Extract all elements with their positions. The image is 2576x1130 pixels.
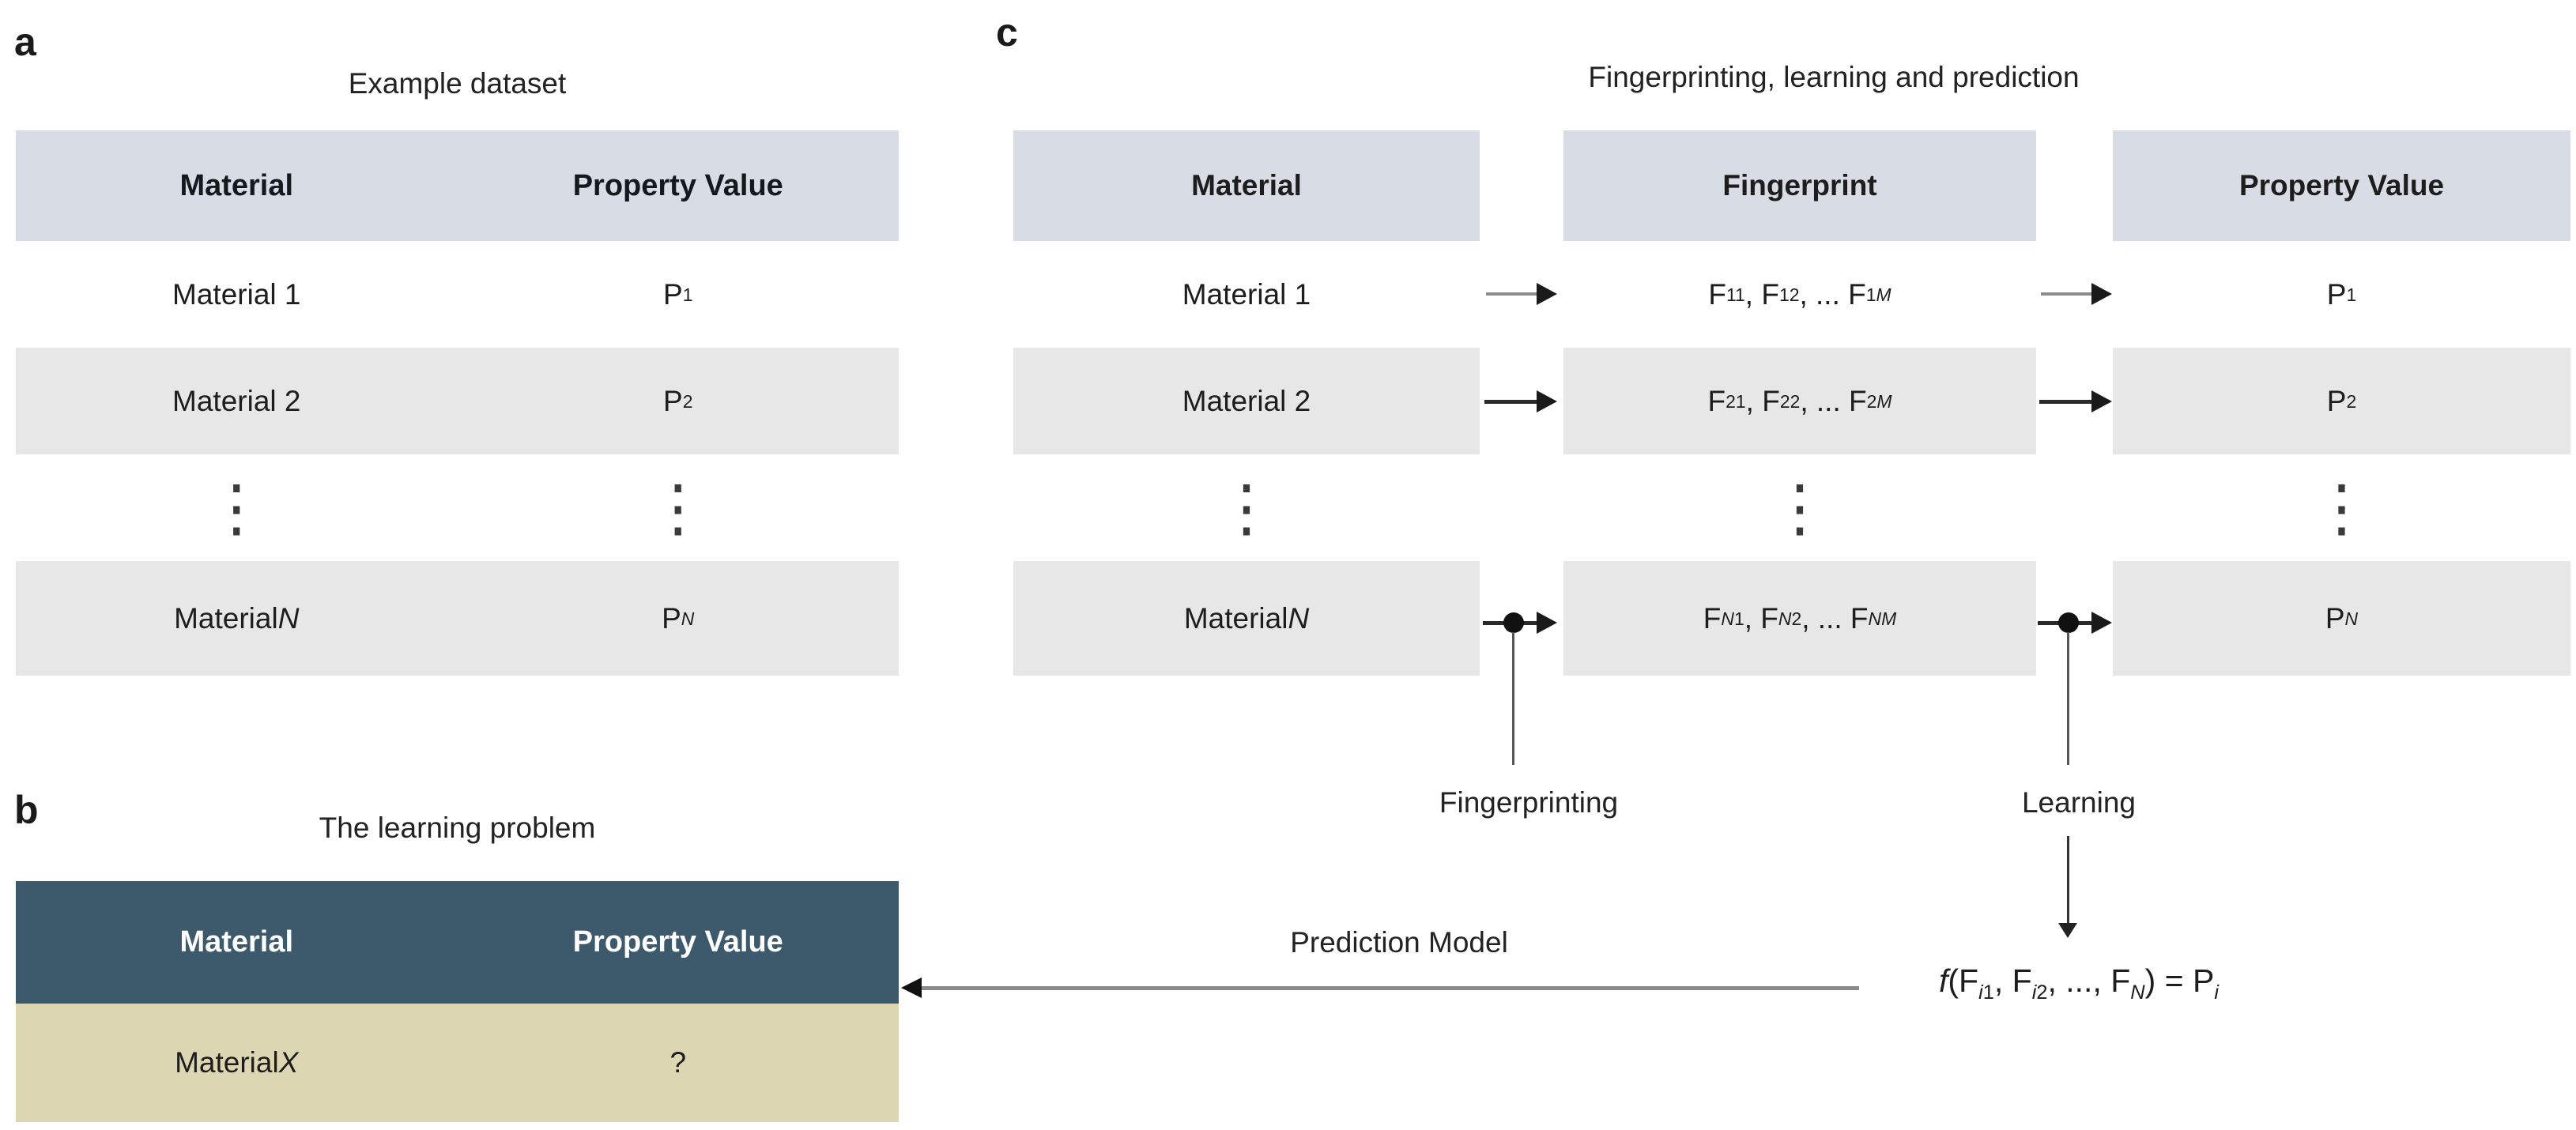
arrow-fingerprint2-to-property-icon xyxy=(2039,390,2112,412)
panel-a-cell-material-1: Material 1 xyxy=(172,277,301,311)
learning-to-formula-arrow-line xyxy=(2067,836,2069,923)
panel-a-vdots-property: ⋮ xyxy=(646,472,710,543)
panel-a-header-property-value: Property Value xyxy=(572,168,783,202)
panel-c-cell-material-1: Material 1 xyxy=(1182,277,1311,311)
panel-a-header-row: Material Property Value xyxy=(16,130,899,241)
panel-c-label: c xyxy=(996,10,1018,55)
panel-c-header-property-value: Property Value xyxy=(2113,130,2570,241)
panel-c-header-material: Material xyxy=(1013,130,1480,241)
panel-c-vdots-fingerprint: ⋮ xyxy=(1768,472,1831,543)
fingerprinting-label: Fingerprinting xyxy=(1439,786,1619,819)
prediction-formula: f(Fi1, Fi2, ..., FN) = Pi xyxy=(1938,962,2220,1004)
panel-a-label: a xyxy=(14,20,36,64)
panel-c-title: Fingerprinting, learning and prediction xyxy=(1588,61,2080,93)
panel-a-header-material: Material xyxy=(179,168,294,202)
learning-label: Learning xyxy=(2021,786,2136,819)
panel-b-header-material: Material xyxy=(179,925,294,959)
fingerprinting-branch-line xyxy=(1512,632,1514,765)
prediction-model-label: Prediction Model xyxy=(1290,926,1508,959)
panel-a-vdots-material: ⋮ xyxy=(205,472,269,543)
panel-b-row-material-x: Material X ? xyxy=(16,1004,899,1122)
panel-a-title: Example dataset xyxy=(348,67,567,100)
panel-b-cell-material-x: Material X xyxy=(175,1046,299,1079)
panel-b-label: b xyxy=(14,788,39,832)
panel-c-vdots-property: ⋮ xyxy=(2310,472,2374,543)
panel-c-cell-material-2: Material 2 xyxy=(1013,348,1480,454)
panel-b-title: The learning problem xyxy=(319,812,596,844)
panel-b-header-property-value: Property Value xyxy=(572,925,783,959)
panel-c-vdots-material: ⋮ xyxy=(1215,472,1278,543)
prediction-model-to-table-arrow-icon xyxy=(901,977,1859,999)
arrow-fingerprintN-to-property-branch-icon xyxy=(2038,612,2112,634)
arrow-materialN-to-fingerprint-branch-icon xyxy=(1483,612,1557,634)
arrow-material1-to-fingerprint-icon xyxy=(1486,283,1557,305)
panel-b-cell-question-mark: ? xyxy=(669,1046,687,1079)
learning-branch-line xyxy=(2067,632,2069,765)
panel-b-header-row: Material Property Value xyxy=(16,881,899,1004)
arrow-fingerprint1-to-property-icon xyxy=(2041,283,2112,305)
arrow-material2-to-fingerprint-icon xyxy=(1484,390,1557,412)
panel-a-cell-material-2: Material 2 xyxy=(172,384,301,417)
learning-to-formula-arrowhead-icon xyxy=(2058,923,2077,938)
panel-a-cell-material-n: Material N xyxy=(174,601,300,635)
panel-a-row-ellipsis: ⋮ ⋮ xyxy=(16,454,899,561)
panel-c-header-fingerprint: Fingerprint xyxy=(1563,130,2036,241)
panel-c-cell-material-n: Material N xyxy=(1013,561,1480,676)
